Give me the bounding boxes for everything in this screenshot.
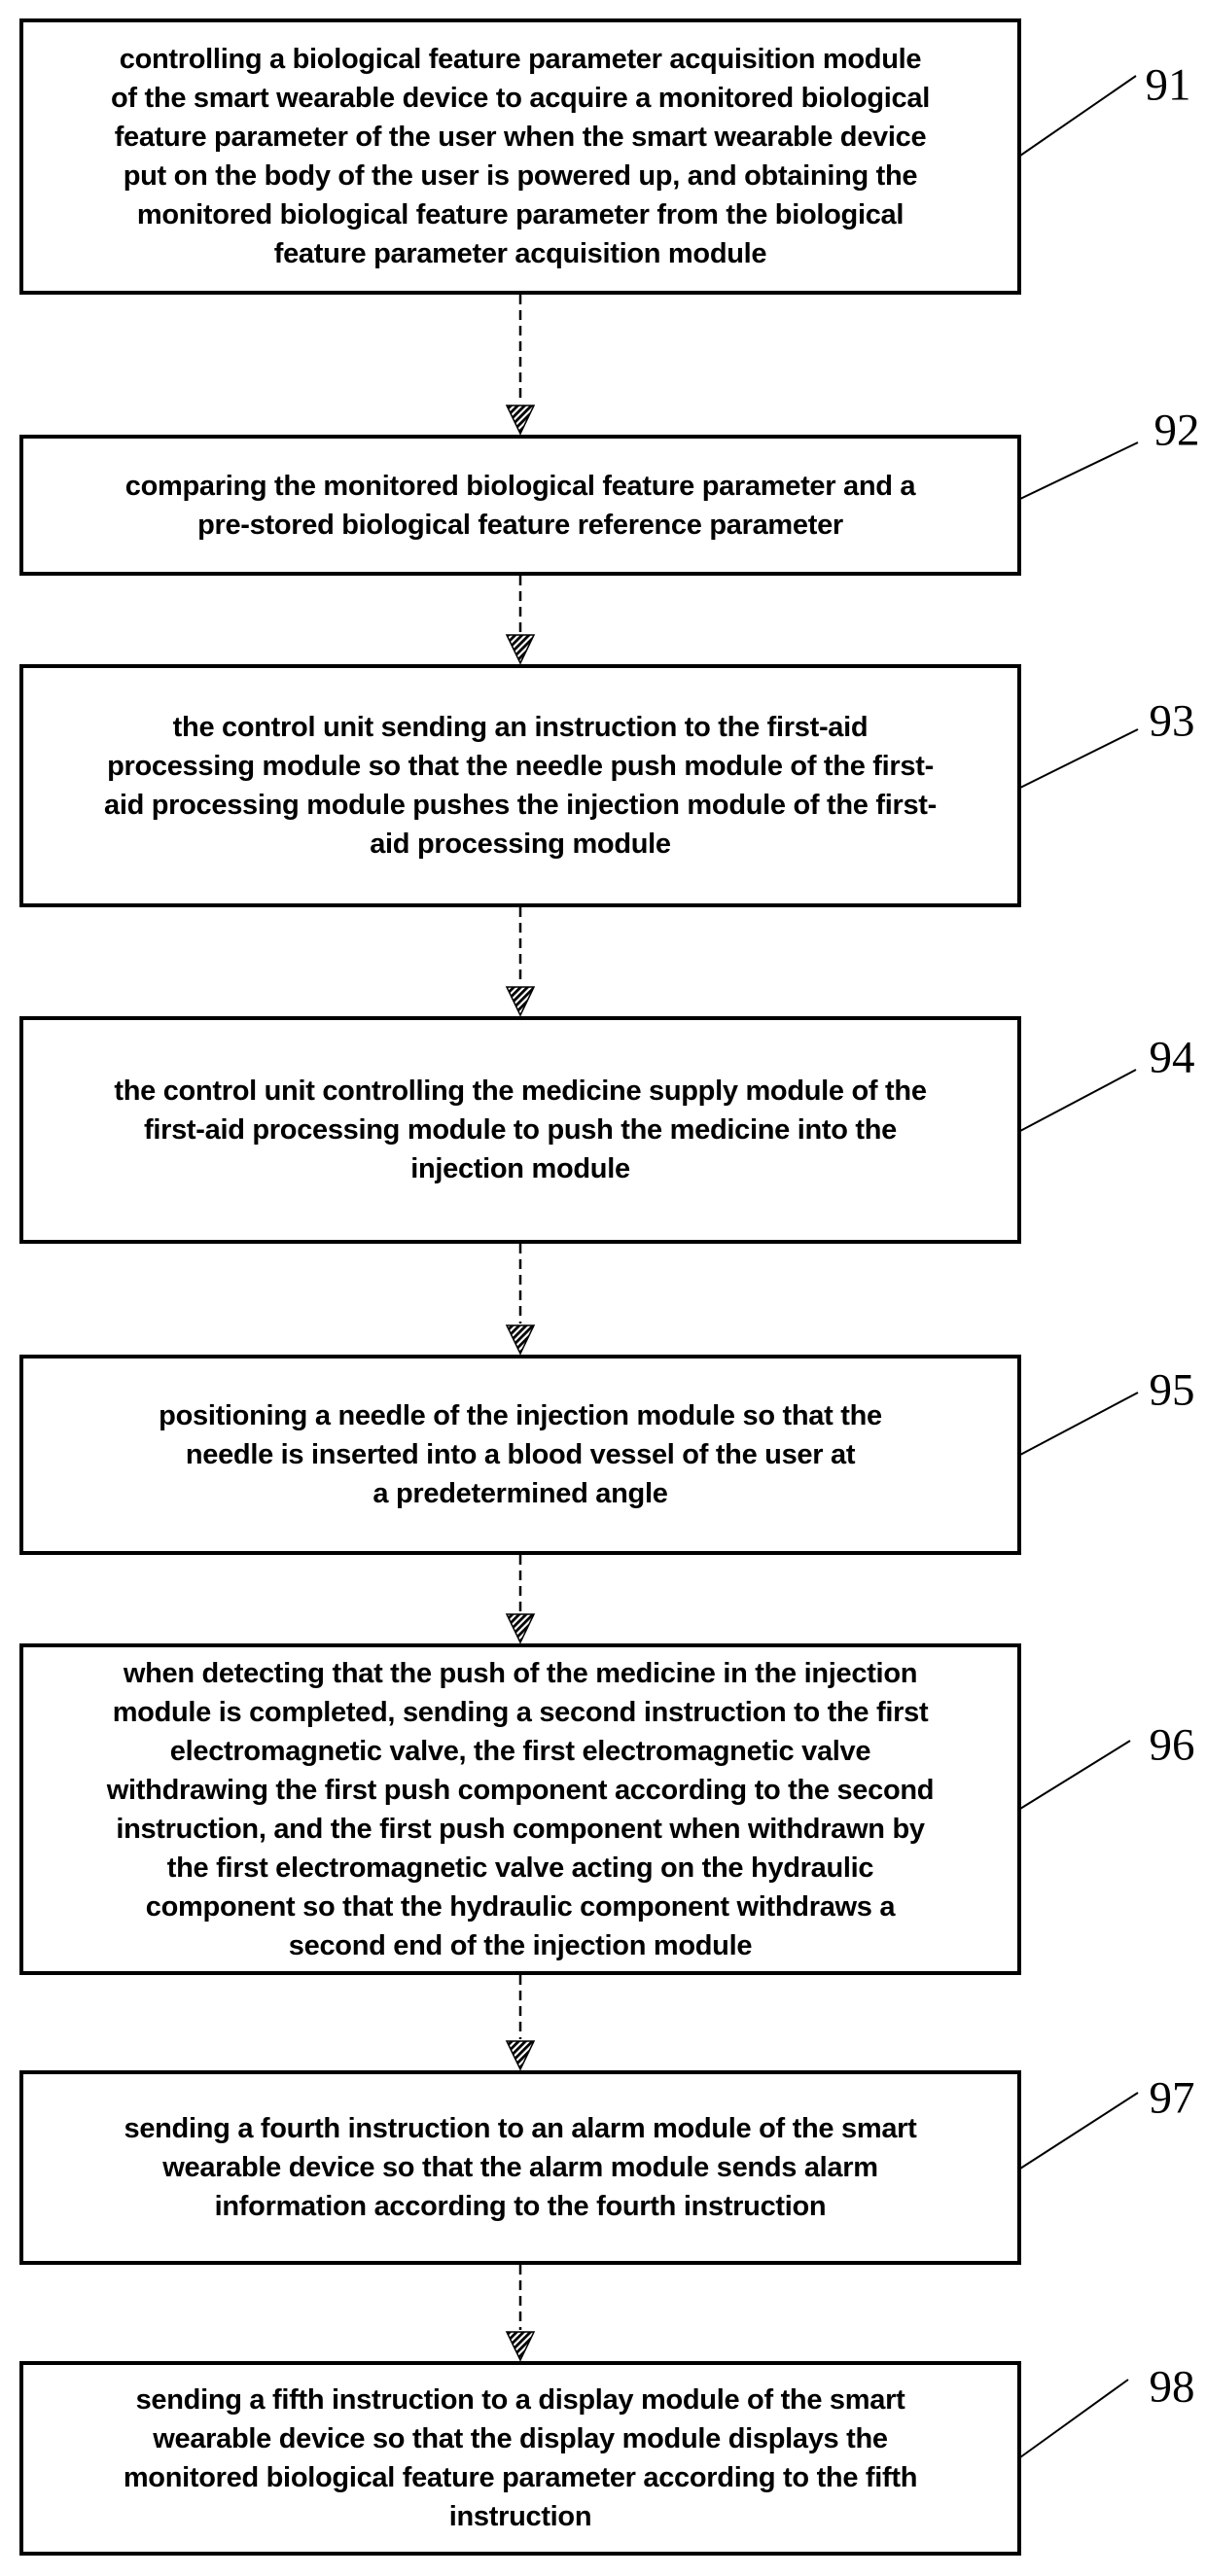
step-box-94: the control unit controlling the medicin…: [19, 1016, 1021, 1244]
ref-label-97: 97: [1149, 2072, 1195, 2124]
step-text-98: sending a fifth instruction to a display…: [123, 2384, 918, 2532]
step-text-96: when detecting that the push of the medi…: [106, 1657, 935, 1961]
ref-label-91: 91: [1145, 59, 1191, 111]
leader-line-94: [1019, 1069, 1137, 1132]
leader-line-97: [1019, 2092, 1139, 2170]
leader-line-92: [1019, 441, 1139, 500]
step-box-97: sending a fourth instruction to an alarm…: [19, 2070, 1021, 2265]
leader-line-95: [1019, 1392, 1139, 1456]
ref-label-94: 94: [1149, 1032, 1195, 1083]
flow-arrow-93-94-icon: [505, 907, 536, 1017]
step-box-91: controlling a biological feature paramet…: [19, 18, 1021, 295]
step-text-94: the control unit controlling the medicin…: [114, 1076, 927, 1184]
leader-line-96: [1019, 1740, 1131, 1810]
flow-arrow-95-96-icon: [505, 1555, 536, 1644]
ref-label-93: 93: [1149, 695, 1195, 747]
step-box-93: the control unit sending an instruction …: [19, 664, 1021, 907]
step-box-95: positioning a needle of the injection mo…: [19, 1355, 1021, 1555]
step-text-91: controlling a biological feature paramet…: [111, 44, 930, 269]
step-text-97: sending a fourth instruction to an alarm…: [124, 2113, 917, 2222]
flow-arrow-94-95-icon: [505, 1244, 536, 1356]
step-text-92: comparing the monitored biological featu…: [124, 470, 916, 541]
step-text-95: positioning a needle of the injection mo…: [159, 1400, 882, 1509]
ref-label-98: 98: [1149, 2361, 1195, 2413]
flow-arrow-92-93-icon: [505, 576, 536, 665]
step-box-98: sending a fifth instruction to a display…: [19, 2361, 1021, 2556]
step-text-93: the control unit sending an instruction …: [103, 712, 938, 860]
flow-arrow-96-97-icon: [505, 1975, 536, 2071]
leader-line-98: [1019, 2379, 1129, 2458]
leader-line-91: [1019, 75, 1137, 157]
ref-label-96: 96: [1149, 1719, 1195, 1771]
leader-line-93: [1019, 728, 1139, 789]
ref-label-95: 95: [1149, 1364, 1195, 1416]
step-box-96: when detecting that the push of the medi…: [19, 1643, 1021, 1975]
flow-arrow-97-98-icon: [505, 2265, 536, 2362]
ref-label-92: 92: [1153, 405, 1200, 456]
step-box-92: comparing the monitored biological featu…: [19, 435, 1021, 576]
flow-arrow-91-92-icon: [505, 295, 536, 436]
